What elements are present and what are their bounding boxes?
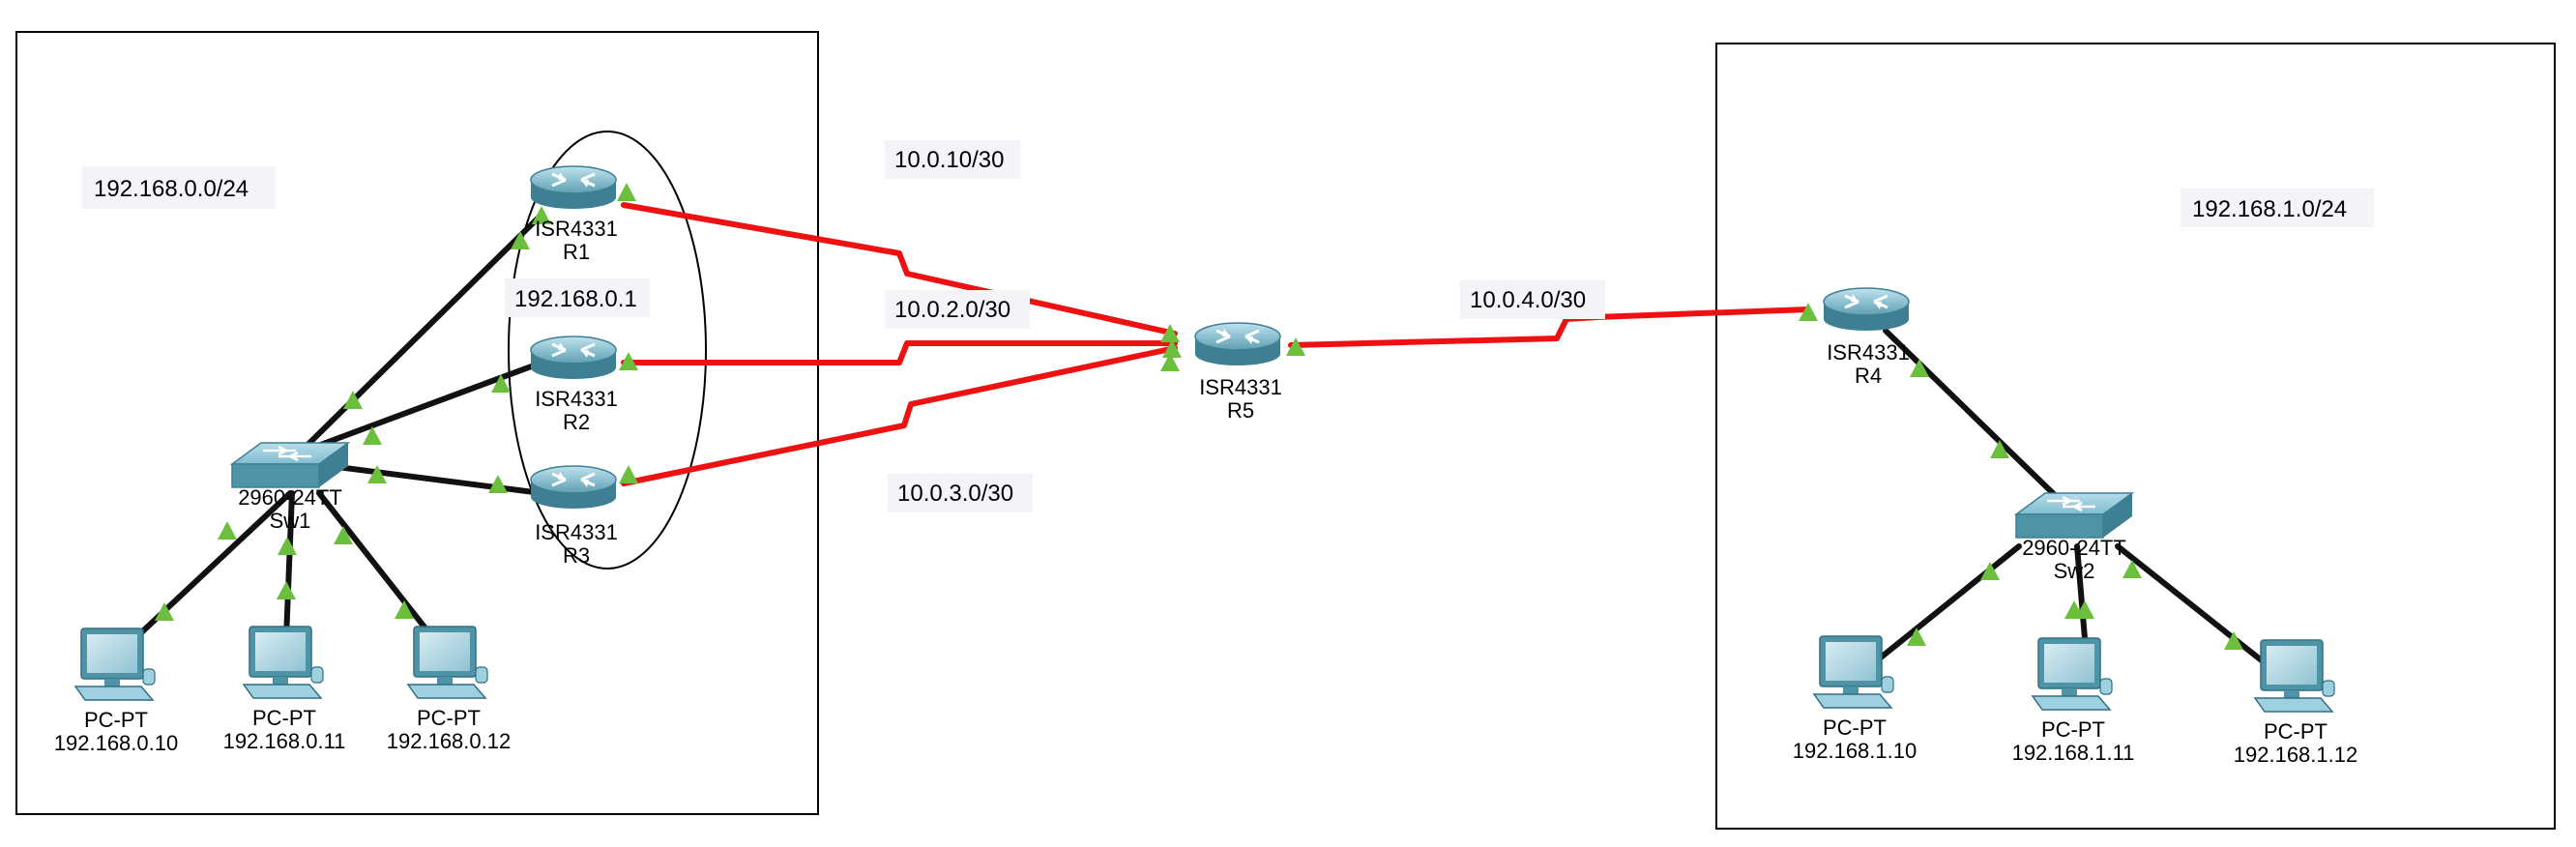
link-label-r1-r5: 10.0.10/30 <box>894 147 1004 173</box>
device-name: R4 <box>1855 364 1882 388</box>
serial-links <box>621 202 1811 486</box>
pc-3[interactable]: PC-PT 192.168.0.12 <box>387 626 511 753</box>
link-sw1-pc2 <box>283 490 295 641</box>
device-ip: 192.168.1.12 <box>2234 743 2357 767</box>
pc-4[interactable]: PC-PT 192.168.1.10 <box>1793 635 1917 763</box>
switch-sw2[interactable]: 2960-24TT Sw2 <box>2014 491 2134 583</box>
device-model: ISR4331 <box>535 217 618 241</box>
router-icon <box>1193 321 1282 367</box>
router-icon <box>529 164 618 211</box>
label-bg <box>885 290 1030 329</box>
pc-icon <box>2032 637 2113 711</box>
label-bg <box>888 474 1033 512</box>
device-model: PC-PT <box>84 708 148 732</box>
link-r3-r5 <box>621 345 1178 486</box>
device-ip: 192.168.0.11 <box>223 729 346 753</box>
device-model: ISR4331 <box>1827 340 1910 365</box>
pc-icon <box>1813 635 1894 709</box>
status-triangle <box>278 537 297 555</box>
device-name: Sw2 <box>2054 559 2095 583</box>
router-r4[interactable]: ISR4331 R4 <box>1822 286 1911 388</box>
pc-5[interactable]: PC-PT 192.168.1.11 <box>2012 637 2135 765</box>
device-ip: 192.168.0.12 <box>387 729 511 753</box>
label-bg <box>505 278 650 317</box>
label-bg <box>885 140 1020 179</box>
link-sw2-pc4 <box>1873 543 2022 664</box>
link-r4-sw2 <box>1883 328 2058 498</box>
copper-links <box>132 212 2266 664</box>
right-area-border <box>1715 43 2556 830</box>
switch-icon <box>2014 491 2134 540</box>
status-triangle <box>617 183 636 201</box>
device-model: PC-PT <box>2264 719 2327 744</box>
device-model: PC-PT <box>1823 716 1887 740</box>
device-ip: 192.168.1.11 <box>2012 741 2135 765</box>
right-network-label: 192.168.1.0/24 <box>2192 196 2347 222</box>
pc-1[interactable]: PC-PT 192.168.0.10 <box>54 628 178 755</box>
link-sw1-r1 <box>297 212 544 455</box>
device-model: 2960-24TT <box>238 485 342 510</box>
device-model: PC-PT <box>2041 717 2105 742</box>
link-status-indicators <box>155 183 2243 650</box>
router-r2[interactable]: ISR4331 R2 <box>529 335 618 434</box>
device-model: ISR4331 <box>1199 375 1282 399</box>
device-ip: 192.168.1.10 <box>1793 739 1917 763</box>
label-bg <box>1460 280 1605 319</box>
pc-icon <box>407 626 488 699</box>
device-model: ISR4331 <box>535 520 618 544</box>
router-r5[interactable]: ISR4331 R5 <box>1193 321 1282 423</box>
link-r5-r4-a <box>1288 314 1600 348</box>
router-r1[interactable]: ISR4331 R1 <box>529 164 618 264</box>
device-model: ISR4331 <box>535 387 618 411</box>
router-icon <box>529 464 618 511</box>
device-name: R3 <box>563 543 590 568</box>
label-bg <box>82 166 276 209</box>
router-r3[interactable]: ISR4331 R3 <box>529 464 618 568</box>
link-r5-r4-b <box>1593 307 1811 320</box>
label-bg <box>2181 189 2374 227</box>
device-model: 2960-24TT <box>2022 536 2126 560</box>
status-triangle <box>619 465 638 483</box>
switch-sw1[interactable]: 2960-24TT Sw1 <box>230 441 350 533</box>
pc-icon <box>2254 639 2335 713</box>
left-network-label: 192.168.0.0/24 <box>94 176 249 202</box>
router-group-ellipse <box>508 131 707 570</box>
switch-icon <box>230 441 350 489</box>
link-sw1-r2 <box>297 363 537 455</box>
router-icon <box>529 335 618 381</box>
gateway-label: 192.168.0.1 <box>514 286 637 312</box>
device-name: R1 <box>563 240 590 264</box>
device-ip: 192.168.0.10 <box>54 731 178 755</box>
pc-2[interactable]: PC-PT 192.168.0.11 <box>223 626 346 753</box>
pc-icon <box>74 628 156 701</box>
status-triangle <box>277 581 296 599</box>
link-r2-r5 <box>621 340 1178 365</box>
link-sw2-pc6 <box>2115 543 2266 664</box>
link-label-r3-r5: 10.0.3.0/30 <box>897 481 1013 507</box>
status-triangle <box>218 521 237 540</box>
link-label-r5-r4: 10.0.4.0/30 <box>1470 287 1586 313</box>
device-model: PC-PT <box>252 706 316 730</box>
router-icon <box>1822 286 1911 333</box>
link-label-r2-r5: 10.0.2.0/30 <box>894 297 1010 323</box>
pc-icon <box>243 626 324 699</box>
device-model: PC-PT <box>417 706 481 730</box>
device-name: Sw1 <box>270 509 311 533</box>
pc-6[interactable]: PC-PT 192.168.1.12 <box>2234 639 2357 767</box>
link-sw1-pc3 <box>316 490 436 641</box>
device-name: R2 <box>563 410 590 434</box>
device-name: R5 <box>1227 398 1254 423</box>
left-area-border <box>15 31 819 815</box>
link-r1-r5 <box>621 202 1178 336</box>
